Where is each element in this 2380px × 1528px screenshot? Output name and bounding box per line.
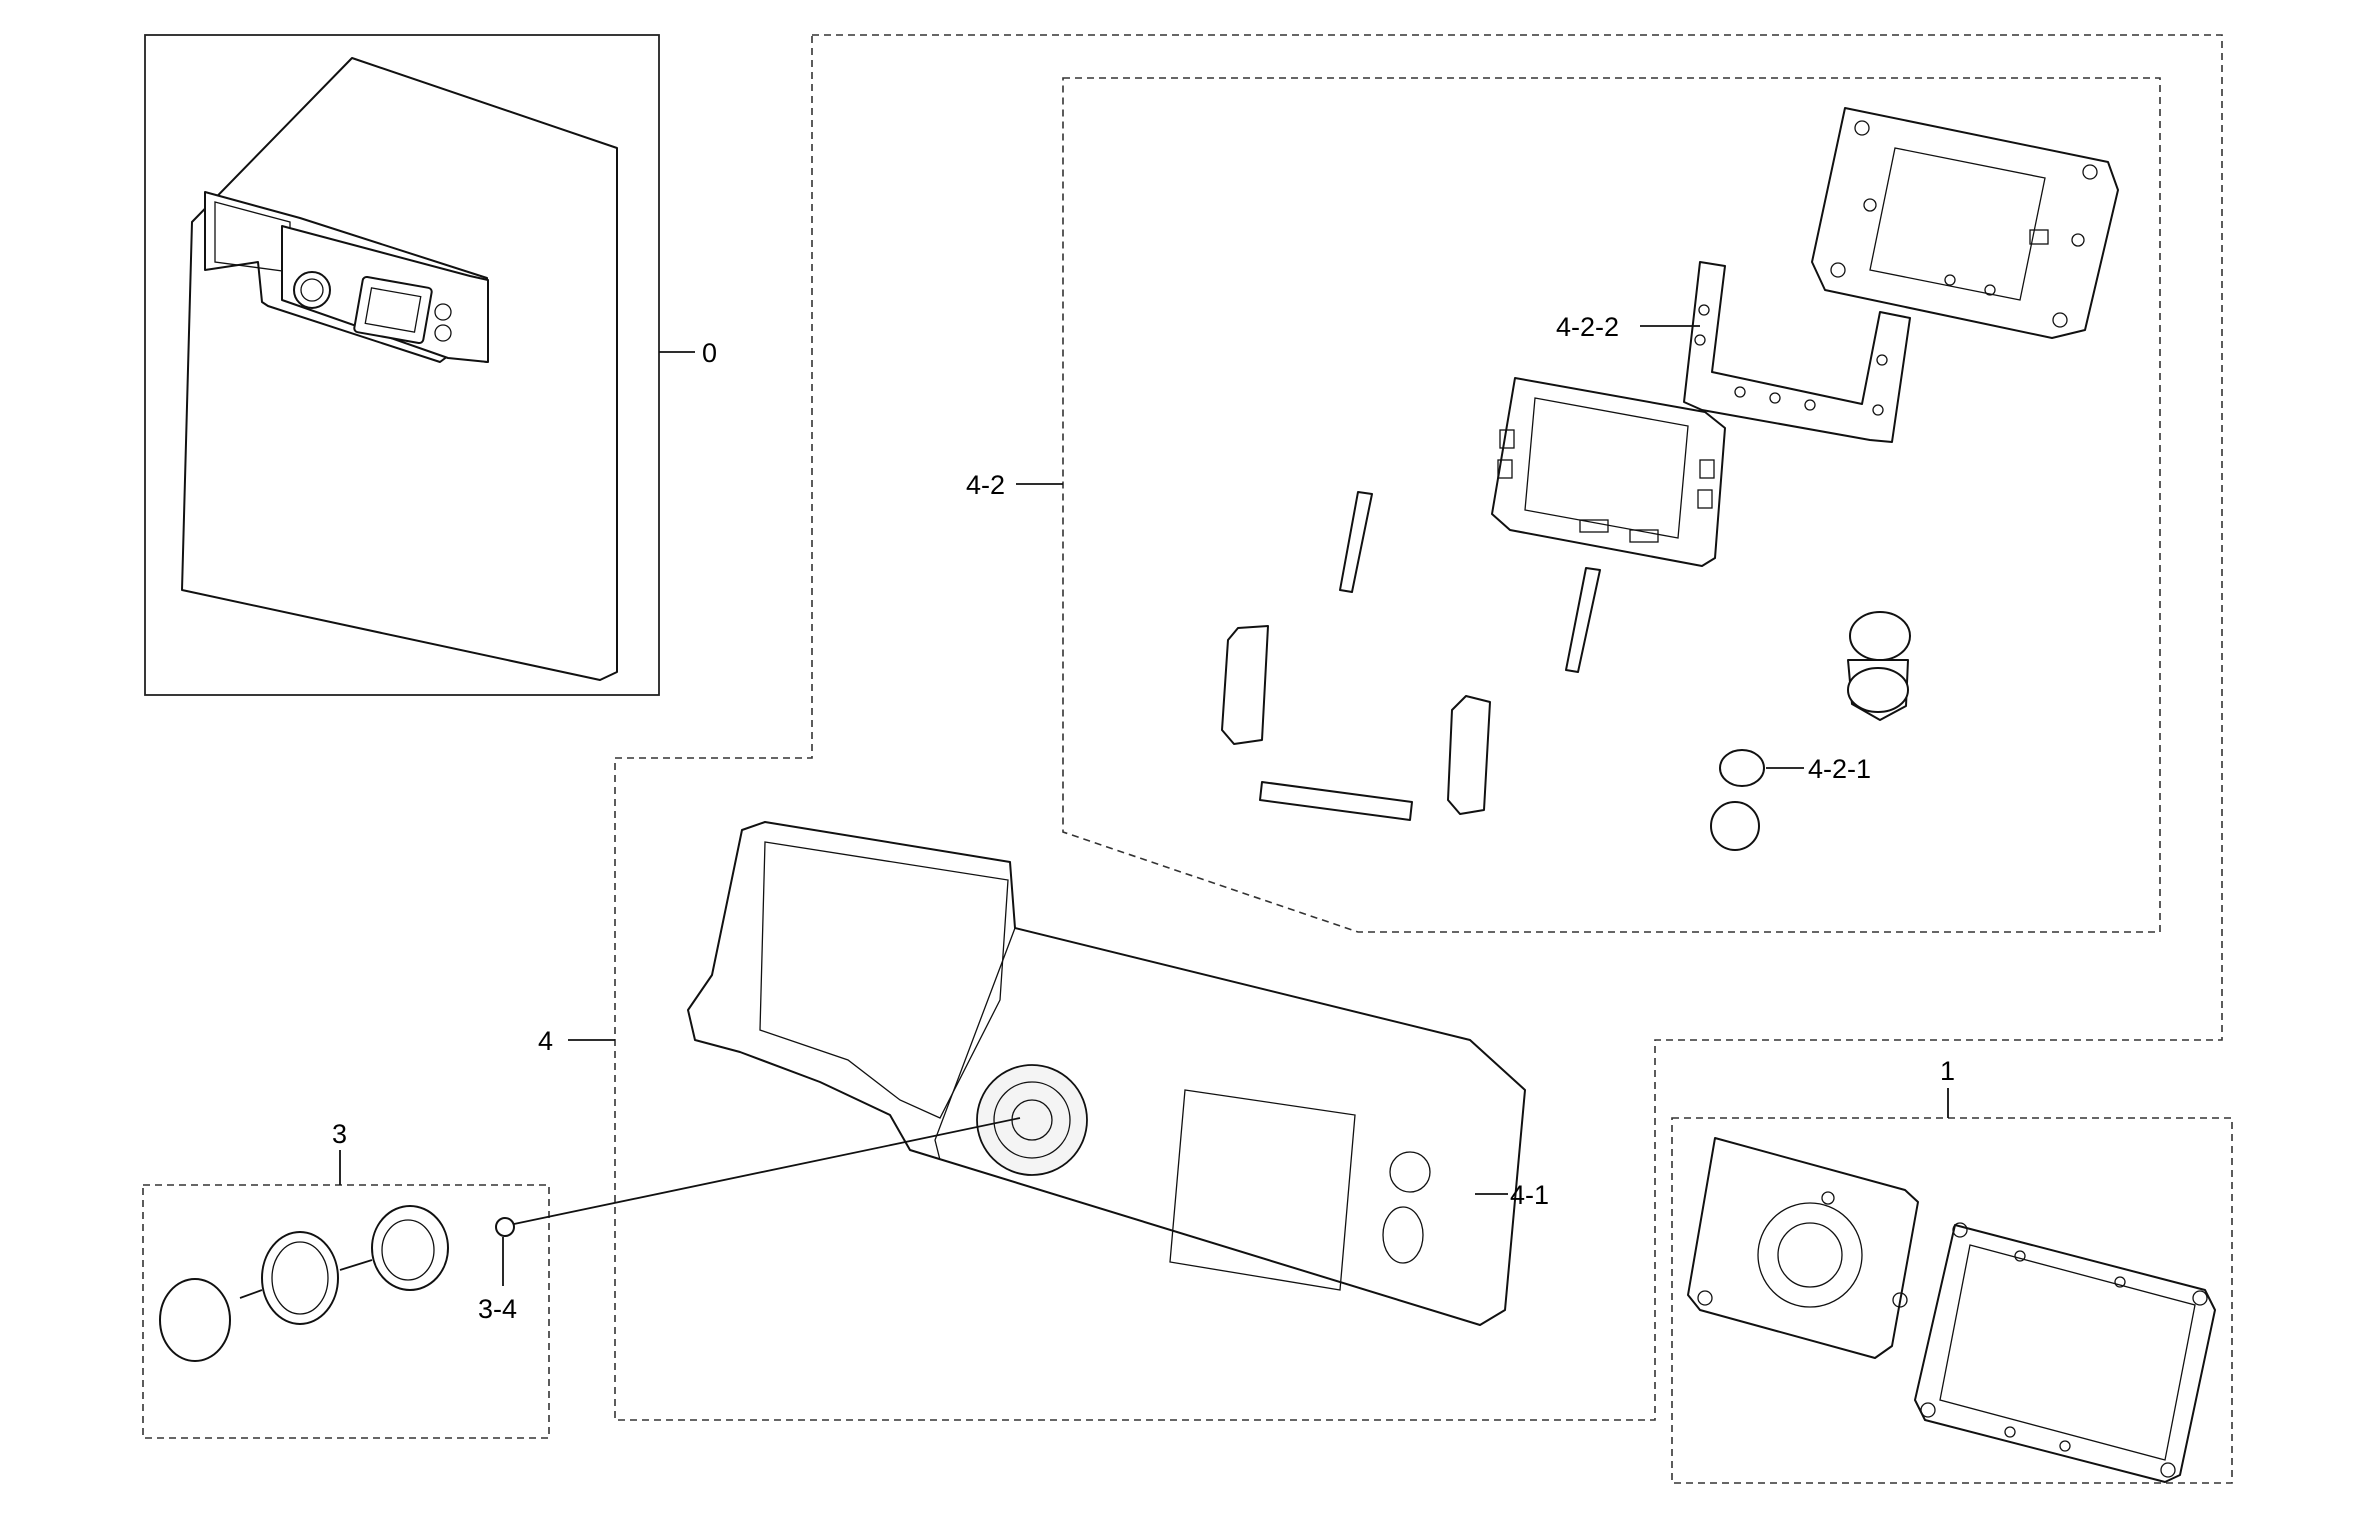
assembly-axis-line <box>513 1117 1021 1225</box>
label-4-2: 4-2 <box>966 470 1005 500</box>
button-4-2-1 <box>1719 749 1765 787</box>
pcb-display-board <box>1914 1222 2216 1483</box>
key-strip-left <box>1339 491 1373 593</box>
key-strip-right <box>1565 567 1601 673</box>
assembly-4-2-boundary <box>1062 77 2161 933</box>
assembly-4-boundary <box>614 34 2223 1421</box>
label-0: 0 <box>702 338 717 368</box>
label-4: 4 <box>538 1026 553 1056</box>
knob-base <box>371 1205 449 1291</box>
display-frame <box>1491 377 1726 567</box>
button-cap-right <box>1447 695 1491 815</box>
button-bar-bottom <box>1259 781 1413 821</box>
bracket-4-2-2 <box>1683 261 1911 443</box>
label-1: 1 <box>1940 1056 1955 1086</box>
label-4-2-2: 4-2-2 <box>1556 312 1619 342</box>
washer-cabinet-drawing <box>181 57 618 681</box>
knob-ring <box>261 1231 339 1325</box>
knob-nut-3-4 <box>495 1217 515 1237</box>
control-panel-4-1 <box>687 821 1526 1326</box>
label-4-1: 4-1 <box>1510 1180 1549 1210</box>
assembly-1-box <box>1671 1117 2233 1484</box>
button-cap-left <box>1221 625 1269 745</box>
assembly-3-box <box>142 1184 550 1439</box>
knob-connector-b <box>339 1259 373 1271</box>
label-4-2-1: 4-2-1 <box>1808 754 1871 784</box>
button-cap-round <box>1710 801 1760 851</box>
knob-connector-a <box>239 1289 263 1299</box>
label-3-4: 3-4 <box>478 1294 517 1324</box>
pcb-dial-board <box>1687 1137 1919 1359</box>
pcb-bracket-top <box>1811 107 2119 339</box>
knob-cap <box>159 1278 231 1362</box>
assembly-0-box <box>144 34 660 696</box>
label-3: 3 <box>332 1119 347 1149</box>
knob-holder <box>1847 611 1911 721</box>
